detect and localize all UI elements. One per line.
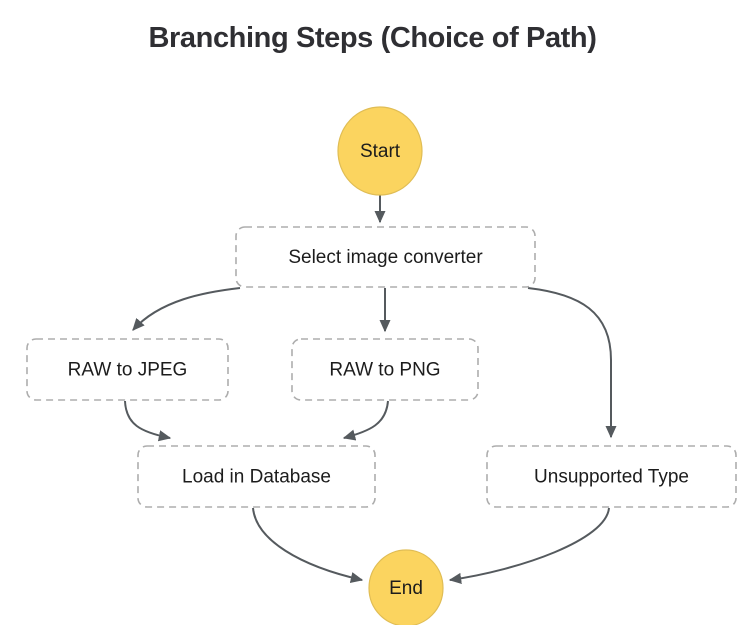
edge-jpeg-load [124,400,172,442]
node-shape-end [368,549,444,625]
node-label-unsupported: Unsupported Type [534,467,689,488]
node-shape-select [235,226,536,288]
node-jpeg[interactable]: RAW to JPEG [26,338,229,401]
node-start[interactable]: Start [337,106,423,196]
node-shape-load [137,445,376,508]
node-shape-unsupported [486,445,737,508]
edge-select-jpeg [132,287,241,331]
node-shape-png [291,338,479,401]
node-load[interactable]: Load in Database [137,445,376,508]
page-title: Branching Steps (Choice of Path) [148,22,597,54]
edge-unsup-end [448,507,610,584]
node-shape-start [337,106,423,196]
node-label-end: End [389,578,423,599]
node-shape-jpeg [26,338,229,401]
edge-png-load [342,400,389,441]
node-label-load: Load in Database [182,467,331,488]
node-select[interactable]: Select image converter [235,226,536,288]
node-png[interactable]: RAW to PNG [291,338,479,401]
node-label-start: Start [360,141,401,162]
edge-select-unsup [527,287,617,439]
edges-layer [124,195,617,584]
node-label-jpeg: RAW to JPEG [68,360,188,381]
node-end[interactable]: End [368,549,444,625]
node-unsupported[interactable]: Unsupported Type [486,445,737,508]
edge-load-end [252,507,364,583]
node-label-select: Select image converter [288,247,483,268]
node-label-png: RAW to PNG [329,360,440,381]
